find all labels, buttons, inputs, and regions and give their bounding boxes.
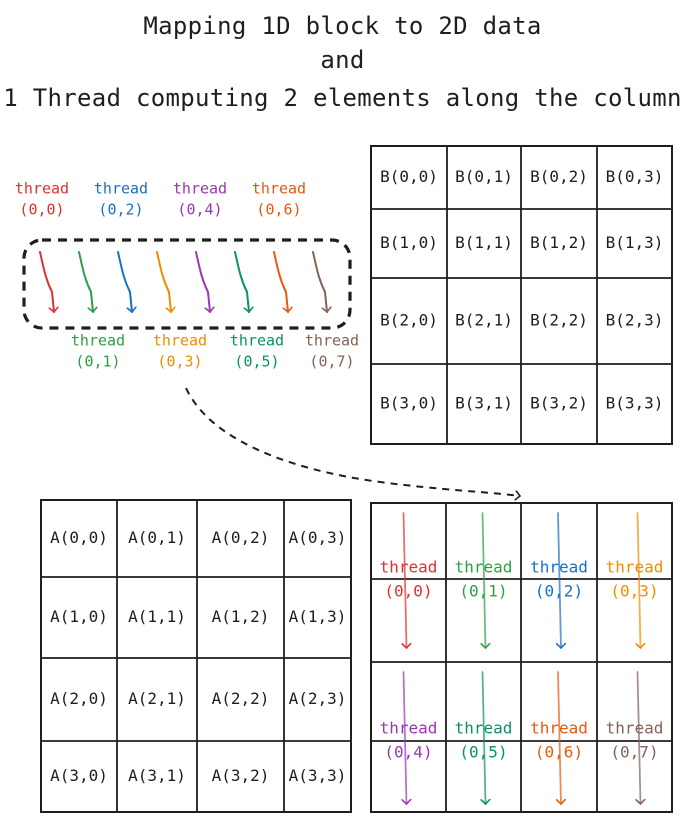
matrix-a-cell: A(0,3) — [289, 528, 347, 547]
matrix-b-cell: B(1,1) — [455, 233, 513, 252]
thread-label-word: thread — [606, 719, 664, 738]
thread-arrow-4 — [195, 251, 210, 312]
matrix-b-cell: B(3,0) — [380, 394, 438, 413]
matrix-a-cell: A(1,3) — [289, 607, 347, 626]
matrix-a-cell: A(0,0) — [50, 528, 108, 547]
thread-label-index: (0,2) — [98, 201, 143, 219]
thread-label-word: thread — [15, 180, 69, 198]
matrix-b-cell: B(1,0) — [380, 233, 438, 252]
thread-label-index: (0,2) — [535, 582, 583, 601]
thread-label-word: thread — [380, 558, 438, 577]
matrix-a-cell: A(3,2) — [212, 766, 270, 785]
thread-label-word: thread — [153, 332, 207, 350]
thread-label-index: (0,0) — [384, 582, 432, 601]
thread-label-index: (0,5) — [234, 353, 279, 371]
matrix-a-cell: A(1,0) — [50, 607, 108, 626]
matrix-a-border — [40, 499, 352, 813]
matrix-b-cell: B(2,1) — [455, 311, 513, 330]
thread-label-word: thread — [530, 719, 588, 738]
matrix-b-cell: B(1,3) — [606, 233, 664, 252]
title-line-2: and — [320, 46, 365, 74]
thread-label-word: thread — [252, 180, 306, 198]
thread-column-arrow — [558, 671, 561, 804]
matrix-a-cell: A(1,1) — [128, 607, 186, 626]
thread-label-index: (0,5) — [459, 743, 507, 762]
matrix-b: B(0,0) B(0,1) B(0,2) B(0,3) B(1,0) B(1,1) B(1,… — [370, 145, 673, 445]
thread-arrow-5 — [234, 251, 249, 312]
thread-label-word: thread — [380, 719, 438, 738]
matrix-a-cell: A(2,1) — [128, 689, 186, 708]
matrix-c: thread (0,0) thread (0,1) thread (0,2) thread (… — [370, 502, 673, 813]
matrix-a-cell: A(3,0) — [50, 766, 108, 785]
matrix-b-cell: B(3,1) — [455, 394, 513, 413]
matrix-b-cell: B(3,2) — [530, 394, 588, 413]
thread-label-index: (0,4) — [177, 201, 222, 219]
thread-label-word: thread — [606, 558, 664, 577]
matrix-a-cell: A(1,2) — [212, 607, 270, 626]
thread-label-index: (0,6) — [535, 743, 583, 762]
thread-column-arrow — [404, 512, 407, 648]
matrix-b-cell: B(3,3) — [606, 394, 664, 413]
thread-column-arrow — [483, 512, 486, 648]
thread-block-group: thread (0,0) thread (0,2) thread (0,4) thread (… — [15, 180, 359, 371]
title-line-3: 1 Thread computing 2 elements along the … — [3, 84, 682, 112]
thread-column-arrow — [404, 671, 407, 804]
matrix-a-cell: A(0,1) — [128, 528, 186, 547]
thread-label-word: thread — [94, 180, 148, 198]
thread-column-arrow — [558, 512, 561, 648]
thread-label-word: thread — [530, 558, 588, 577]
thread-block-outline — [22, 238, 352, 330]
matrix-b-cell: B(0,2) — [530, 167, 588, 186]
matrix-b-cell: B(0,1) — [455, 167, 513, 186]
thread-label-index: (0,1) — [75, 353, 120, 371]
thread-label-index: (0,3) — [157, 353, 202, 371]
thread-label-word: thread — [71, 332, 125, 350]
thread-arrow-0 — [39, 251, 54, 312]
matrix-a-cell: A(2,3) — [289, 689, 347, 708]
matrix-b-cell: B(1,2) — [530, 233, 588, 252]
thread-label-index: (0,4) — [384, 743, 432, 762]
thread-label-index: (0,1) — [459, 582, 507, 601]
matrix-b-cell: B(2,0) — [380, 311, 438, 330]
thread-label-index: (0,3) — [610, 582, 658, 601]
thread-arrow-3 — [156, 251, 171, 312]
matrix-a-cell: A(2,2) — [212, 689, 270, 708]
matrix-b-cell: B(2,3) — [606, 311, 664, 330]
thread-column-arrow — [638, 512, 641, 648]
thread-arrow-6 — [273, 251, 288, 312]
matrix-a-cell: A(3,1) — [128, 766, 186, 785]
thread-arrow-2 — [117, 251, 132, 312]
thread-label-index: (0,7) — [309, 353, 354, 371]
thread-label-word: thread — [230, 332, 284, 350]
matrix-a-cell: A(3,3) — [289, 766, 347, 785]
matrix-b-cell: B(0,0) — [380, 167, 438, 186]
matrix-a-cell: A(0,2) — [212, 528, 270, 547]
thread-label-word: thread — [305, 332, 359, 350]
thread-arrow-7 — [312, 251, 327, 312]
thread-label-index: (0,7) — [610, 743, 658, 762]
thread-label-word: thread — [173, 180, 227, 198]
thread-arrow-1 — [78, 251, 93, 312]
thread-column-arrow — [638, 671, 641, 804]
thread-label-index: (0,0) — [19, 201, 64, 219]
thread-label-index: (0,6) — [256, 201, 301, 219]
matrix-a-cell: A(2,0) — [50, 689, 108, 708]
thread-label-word: thread — [455, 558, 513, 577]
title-line-1: Mapping 1D block to 2D data — [143, 12, 542, 40]
matrix-a: A(0,0) A(0,1) A(0,2) A(0,3) A(1,0) A(1,1) A(1,… — [40, 499, 352, 813]
matrix-b-cell: B(2,2) — [530, 311, 588, 330]
thread-label-word: thread — [455, 719, 513, 738]
matrix-b-cell: B(0,3) — [606, 167, 664, 186]
thread-column-arrow — [483, 671, 486, 804]
